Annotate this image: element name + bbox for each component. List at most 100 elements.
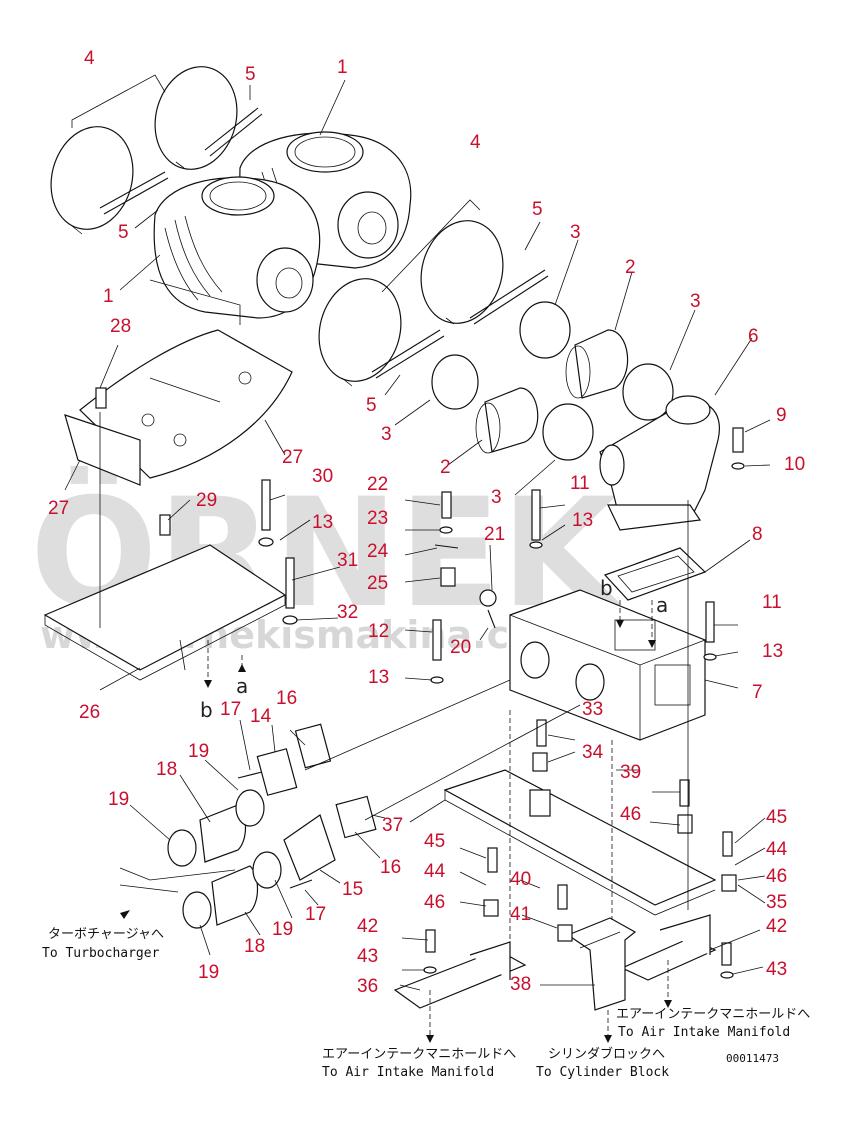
elbow-bolt-and-washer [731, 427, 745, 470]
callout-13d: 13 [762, 641, 783, 662]
rubber-hoses [475, 329, 629, 454]
callout-18a: 18 [156, 759, 177, 780]
callout-40: 40 [510, 869, 531, 890]
callout-33: 33 [582, 699, 603, 720]
callout-16b: 16 [380, 857, 401, 878]
callout-44a: 44 [424, 861, 446, 882]
callout-4b: 4 [470, 132, 481, 153]
callout-45b: 45 [766, 807, 787, 828]
callout-21: 21 [484, 524, 505, 545]
gasket [603, 547, 707, 601]
callout-3b: 3 [690, 291, 701, 312]
callout-8: 8 [752, 524, 763, 545]
callout-30: 30 [312, 466, 333, 487]
callout-26: 26 [79, 702, 100, 723]
air-cleaner-front [153, 176, 321, 319]
callout-27a: 27 [282, 447, 303, 468]
callout-20: 20 [450, 637, 471, 658]
callout-22: 22 [367, 474, 388, 495]
callout-27b: 27 [48, 498, 69, 519]
callout-19d: 19 [198, 962, 219, 983]
air-connector-housing [509, 589, 706, 741]
note-manifold-right-en: To Air Intake Manifold [618, 1025, 790, 1040]
note-manifold-right-jp: エアーインテークマニホールドへ [616, 1007, 810, 1022]
callout-46a: 46 [620, 804, 641, 825]
view-letter-b-left: b [200, 698, 213, 722]
destination-notes: ターボチャージャへ To Turbocharger エアーインテークマニホールド… [42, 927, 810, 1080]
note-manifold-left-jp: エアーインテークマニホールドへ [322, 1047, 516, 1062]
callout-35: 35 [766, 892, 787, 913]
intake-elbow [599, 395, 720, 531]
callout-10: 10 [784, 454, 805, 475]
callout-29: 29 [196, 490, 217, 511]
callout-12: 12 [368, 621, 389, 642]
lower-bracket-left [393, 941, 527, 1009]
callout-5a: 5 [245, 64, 256, 85]
callout-39: 39 [620, 762, 641, 783]
callout-19c: 19 [272, 919, 293, 940]
view-letters: b a a b [200, 576, 668, 722]
note-turbocharger-jp: ターボチャージャへ [48, 927, 164, 942]
callout-2b: 2 [440, 457, 451, 478]
mounting-bracket [443, 769, 717, 916]
callout-17b: 17 [305, 904, 326, 925]
callout-31: 31 [337, 550, 358, 571]
callout-3c: 3 [381, 424, 392, 445]
callout-13a: 13 [312, 512, 333, 533]
callout-5d: 5 [366, 395, 377, 416]
callout-42b: 42 [766, 916, 787, 937]
callout-13c: 13 [368, 667, 389, 688]
callout-3d: 3 [491, 487, 502, 508]
callout-18b: 18 [244, 936, 265, 957]
callout-36: 36 [357, 976, 378, 997]
mounting-band-set-left [50, 66, 238, 235]
callout-1a: 1 [337, 57, 348, 78]
callout-38: 38 [510, 974, 531, 995]
callout-45a: 45 [424, 831, 445, 852]
callout-42a: 42 [357, 916, 378, 937]
callout-43b: 43 [766, 959, 787, 980]
callout-1b: 1 [103, 286, 114, 307]
callout-3a: 3 [570, 222, 581, 243]
callout-19b: 19 [108, 789, 129, 810]
callout-24: 24 [367, 541, 389, 562]
callout-5b: 5 [118, 222, 129, 243]
leader-lines [64, 79, 771, 991]
view-letter-a-right: a [656, 593, 668, 617]
callout-11a: 11 [570, 473, 590, 494]
callout-6: 6 [748, 326, 759, 347]
note-manifold-left-en: To Air Intake Manifold [322, 1065, 494, 1080]
mounting-band-set-right [318, 199, 504, 387]
callout-9: 9 [776, 405, 787, 426]
callout-17a: 17 [220, 699, 241, 720]
view-letter-b-right: b [600, 576, 613, 600]
callout-16a: 16 [276, 688, 297, 709]
callout-43a: 43 [357, 946, 378, 967]
callout-32: 32 [337, 602, 358, 623]
callout-46b: 46 [424, 892, 445, 913]
intake-pipe-parts [167, 723, 377, 929]
note-cylinder-block-jp: シリンダブロックへ [548, 1046, 665, 1062]
callout-14: 14 [250, 706, 272, 727]
callout-2a: 2 [625, 257, 636, 278]
callout-13b: 13 [572, 510, 593, 531]
callout-41: 41 [510, 904, 531, 925]
assembly-lines [99, 279, 689, 1043]
note-turbocharger-en: To Turbocharger [42, 946, 160, 961]
callout-25: 25 [367, 573, 388, 594]
callout-37: 37 [382, 815, 403, 836]
part-callouts: 1 1 2 2 3 3 3 3 4 4 5 5 5 5 6 7 8 9 10 1… [48, 48, 805, 997]
band-bolts [99, 107, 549, 379]
callout-11b: 11 [762, 592, 782, 613]
callout-28: 28 [110, 316, 131, 337]
callout-46c: 46 [766, 866, 787, 887]
drawing-reference-number: 00011473 [726, 1052, 779, 1065]
callout-19a: 19 [188, 741, 209, 762]
callout-15: 15 [342, 879, 363, 900]
callout-23: 23 [367, 508, 388, 529]
lower-bracket-right [620, 914, 717, 981]
callout-44b: 44 [766, 839, 788, 860]
hose-clamps [431, 301, 674, 461]
callout-5c: 5 [532, 199, 543, 220]
